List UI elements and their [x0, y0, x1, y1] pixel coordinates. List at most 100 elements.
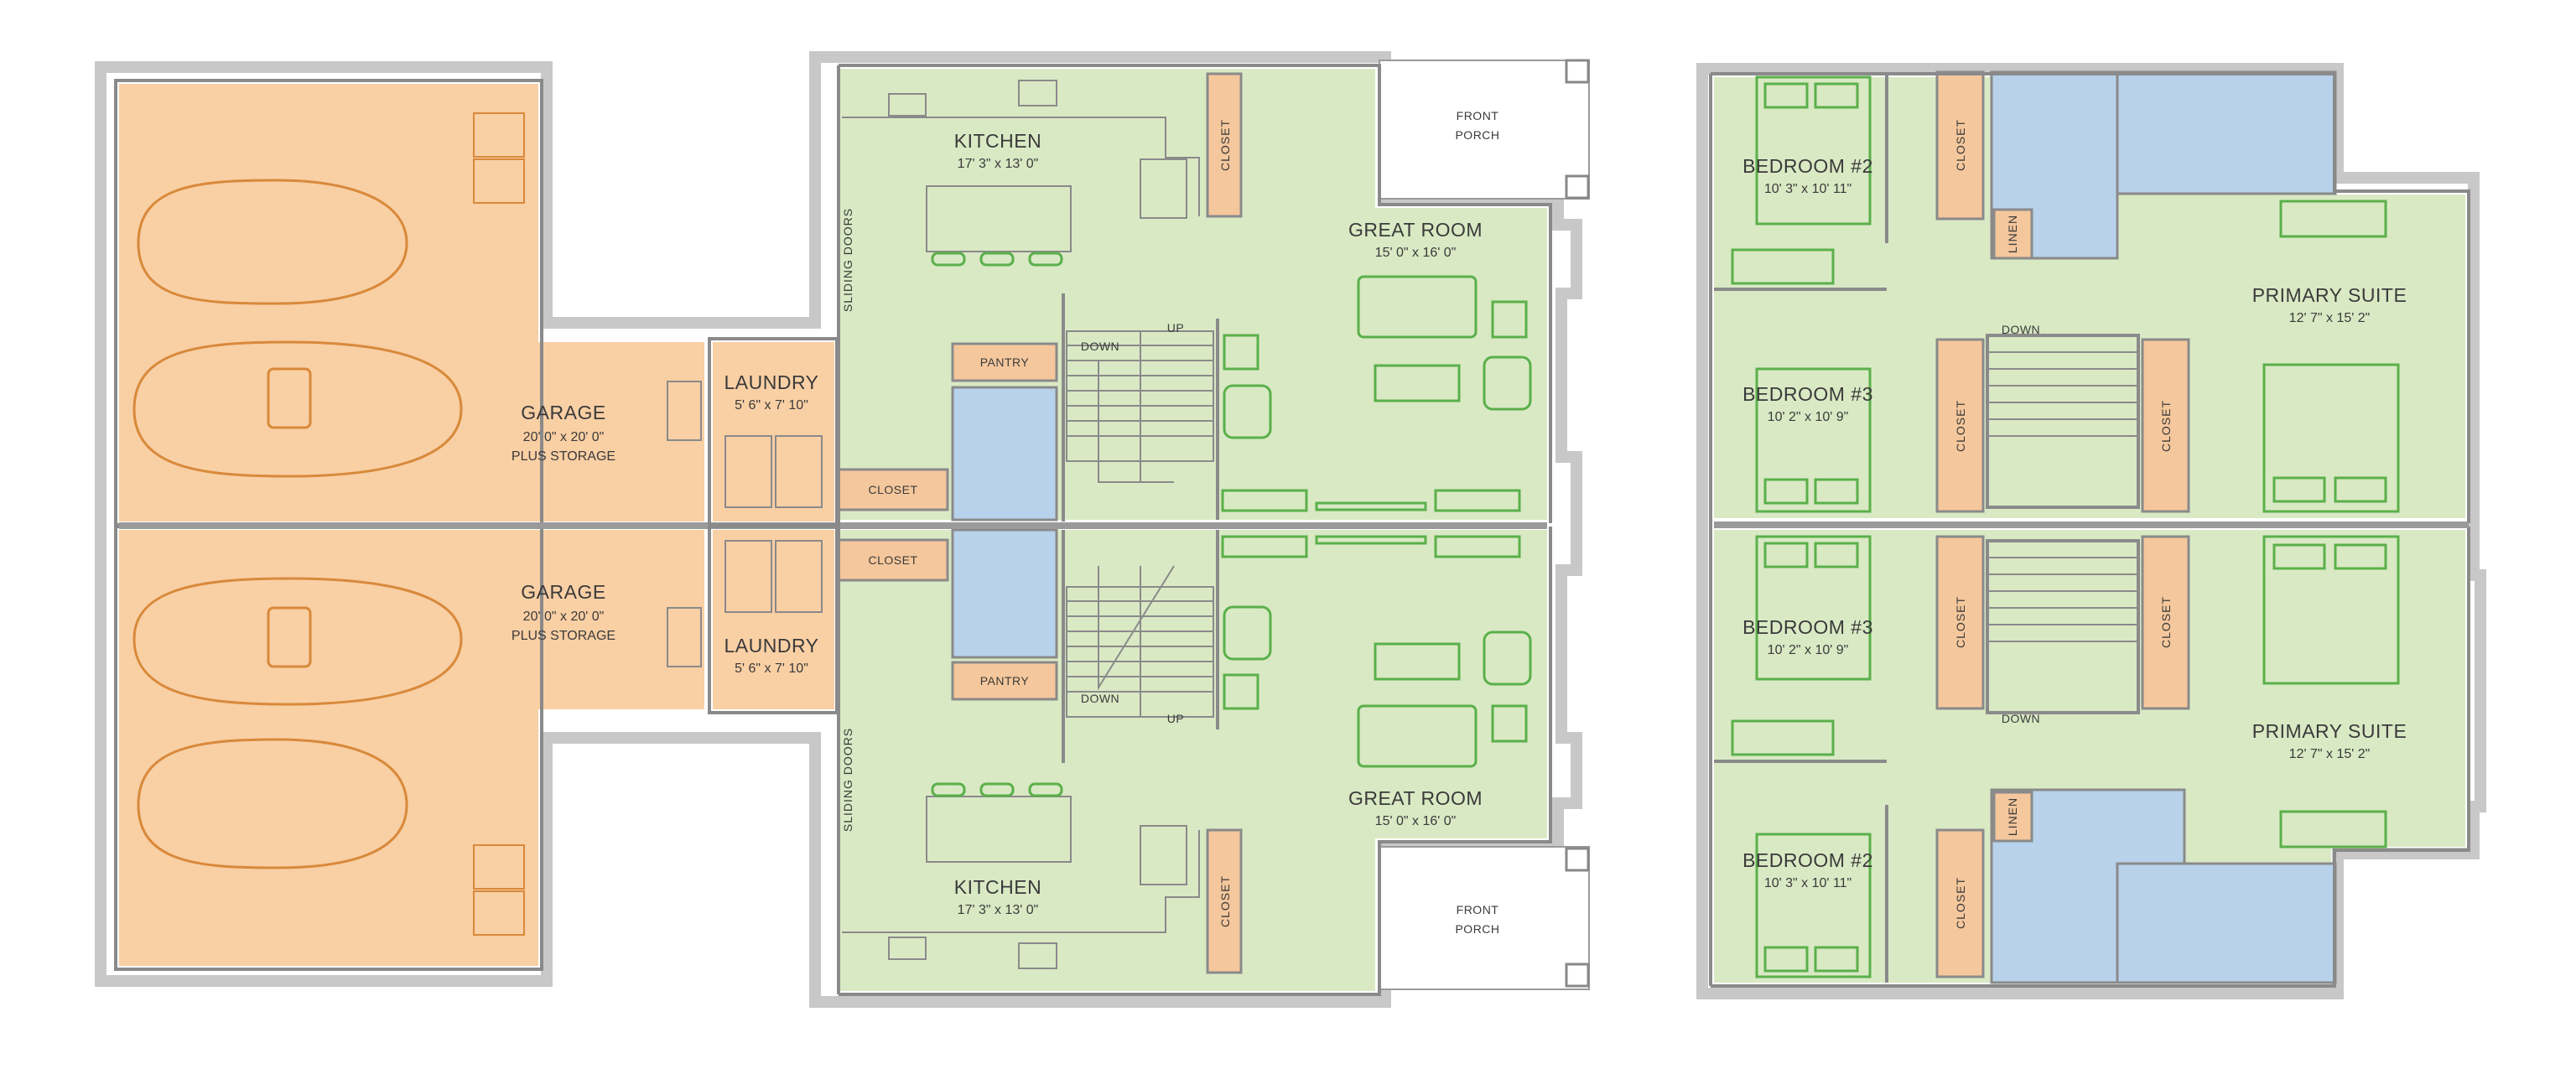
porch-top-line1: FRONT: [1457, 109, 1499, 122]
kitchen-closet-top: [1206, 72, 1243, 218]
great-room-top-dims: 15' 0" x 16' 0": [1375, 246, 1457, 260]
garage-bottom-name: GARAGE: [521, 581, 605, 603]
upper-stair-top-down: DOWN: [2002, 323, 2040, 336]
stair-bottom: [1066, 565, 1214, 718]
closet-bed2-top: [1935, 70, 1985, 221]
porch-top-line2: PORCH: [1455, 128, 1499, 142]
car-4: [137, 738, 408, 869]
car-1: [137, 179, 408, 305]
porch-bottom-line1: FRONT: [1457, 903, 1499, 916]
linen-top-label: LINEN: [2006, 215, 2019, 253]
laundry-bottom-floor: [713, 530, 834, 709]
bath-bottom-2: [2116, 862, 2337, 984]
upper-closet-label-1: CLOSET: [1954, 119, 1967, 171]
garage-top-dims: 20' 0" x 20' 0": [523, 430, 605, 444]
kitchen-top-dims: 17' 3" x 13' 0": [958, 157, 1039, 171]
upper-closet-label-4: CLOSET: [1954, 596, 1967, 648]
linen-top: [1992, 208, 2033, 260]
garage-top-name: GARAGE: [521, 402, 605, 423]
porch-bottom-line2: PORCH: [1455, 922, 1499, 936]
powder-room-bottom: [951, 528, 1058, 659]
hall-closet-bottom: [837, 538, 949, 582]
closet-primary-top: [2141, 338, 2190, 513]
hall-closet-bottom-label: CLOSET: [868, 553, 917, 567]
garage-top-floor: [119, 84, 538, 522]
garage-bottom-note: PLUS STORAGE: [512, 629, 615, 643]
upper-closet-label-6: CLOSET: [1954, 877, 1967, 929]
upper-outer-wall: [1696, 63, 2486, 999]
upper-stairs: [1987, 351, 2138, 642]
garage-bottom-extension: [538, 530, 704, 709]
bar-stools: [931, 252, 1063, 797]
car-3: [132, 577, 463, 706]
bed3-top-name: BEDROOM #3: [1742, 383, 1873, 405]
great-room-bottom-name: GREAT ROOM: [1348, 787, 1483, 809]
bed3-top-dims: 10' 2" x 10' 9": [1768, 410, 1849, 424]
closet-bed3-top: [1935, 338, 1985, 513]
ground-outer-wall: [95, 51, 1582, 1008]
kitchen-closet-bottom-label: CLOSET: [1218, 875, 1232, 927]
closet-bed3-bottom: [1935, 535, 1985, 710]
labels: GARAGE 20' 0" x 20' 0" PLUS STORAGE GARA…: [512, 109, 2407, 936]
pantry-top-label: PANTRY: [980, 355, 1030, 369]
stair-top: [1066, 330, 1214, 483]
kitchen-top-name: KITCHEN: [954, 130, 1041, 152]
kitchen-bottom-dims: 17' 3" x 13' 0": [958, 903, 1039, 917]
ground-inner-walls: [114, 64, 1552, 996]
closet-primary-bottom: [2141, 535, 2190, 710]
garage-bottom-floor: [119, 530, 538, 966]
kitchen-closet-bottom: [1206, 828, 1243, 974]
garage-top-note: PLUS STORAGE: [512, 449, 615, 464]
garage-bottom-dims: 20' 0" x 20' 0": [523, 610, 605, 624]
primary-bottom-name: PRIMARY SUITE: [2252, 720, 2407, 742]
upper-floor: [1696, 63, 2486, 999]
porch-top-post-2: [1565, 174, 1590, 200]
powder-room-top: [951, 386, 1058, 522]
car-2: [132, 340, 463, 478]
upper-stair-bottom-down: DOWN: [2002, 712, 2040, 725]
sliding-doors-bottom-label: SLIDING DOORS: [841, 728, 854, 832]
cars: [132, 179, 463, 869]
garage-top-extension: [538, 342, 704, 522]
laundry-top-dims: 5' 6" x 7' 10": [735, 398, 808, 413]
porch-bottom-post-2: [1565, 963, 1590, 988]
garage-storage: [473, 112, 525, 936]
stair-top-up: UP: [1167, 321, 1184, 335]
laundry-bottom-dims: 5' 6" x 7' 10": [735, 662, 808, 676]
primary-bottom-dims: 12' 7" x 15' 2": [2289, 747, 2371, 761]
bed2-bottom-name: BEDROOM #2: [1742, 849, 1873, 871]
pantry-bottom: [951, 661, 1058, 701]
linen-bottom-label: LINEN: [2006, 797, 2019, 836]
kitchen-bottom-name: KITCHEN: [954, 876, 1041, 898]
upper-closet-label-3: CLOSET: [2159, 400, 2173, 452]
bed2-top-dims: 10' 3" x 10' 11": [1764, 182, 1852, 196]
great-room-bottom-dims: 15' 0" x 16' 0": [1375, 814, 1457, 828]
bed3-bottom-dims: 10' 2" x 10' 9": [1768, 643, 1849, 657]
upper-inner-walls: [1709, 72, 2470, 988]
kitchen-top-fixtures: [842, 80, 1200, 252]
laundry-bottom-name: LAUNDRY: [724, 635, 819, 656]
stair-top-down: DOWN: [1081, 340, 1119, 353]
bed3-bottom-name: BEDROOM #3: [1742, 616, 1873, 638]
laundry-top-floor: [713, 342, 834, 522]
stair-bottom-up: UP: [1167, 712, 1184, 725]
bath-top-2: [2116, 70, 2337, 195]
ground-floor: [95, 51, 1590, 1008]
porch-bottom-area: [1379, 846, 1590, 990]
primary-top-name: PRIMARY SUITE: [2252, 284, 2407, 306]
bed2-top-name: BEDROOM #2: [1742, 155, 1873, 177]
laundry-machines: [667, 381, 823, 667]
great-room-top-name: GREAT ROOM: [1348, 219, 1483, 241]
laundry-top-name: LAUNDRY: [724, 371, 819, 393]
sliding-doors-top-label: SLIDING DOORS: [841, 208, 854, 312]
closet-bed2-bottom: [1935, 828, 1985, 978]
hall-closet-top-label: CLOSET: [868, 483, 917, 496]
kitchen-closet-top-label: CLOSET: [1218, 119, 1232, 171]
pantry-bottom-label: PANTRY: [980, 674, 1030, 688]
porch-top-post-1: [1565, 59, 1590, 84]
primary-top-dims: 12' 7" x 15' 2": [2289, 311, 2371, 325]
pantry-top: [951, 342, 1058, 382]
stair-bottom-down: DOWN: [1081, 692, 1119, 705]
upper-closet-label-5: CLOSET: [2159, 596, 2173, 648]
